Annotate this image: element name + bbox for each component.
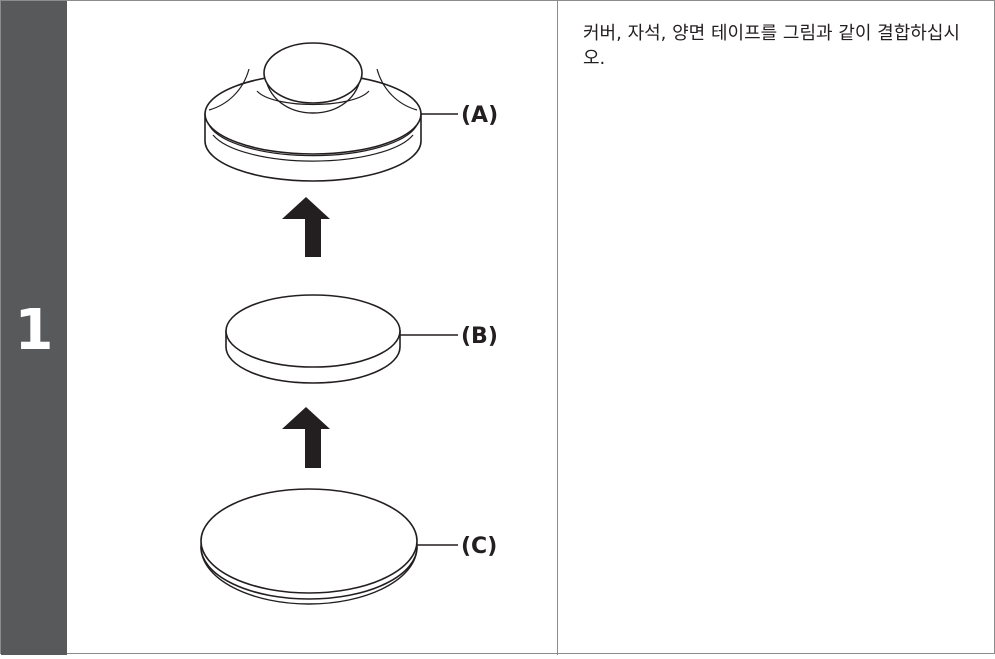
instruction-text: 커버, 자석, 양면 테이프를 그림과 같이 결합하십시오. xyxy=(583,23,960,69)
step-number-column: 1 xyxy=(1,1,67,655)
label-b: (B) xyxy=(461,324,498,349)
label-c: (C) xyxy=(461,534,497,559)
assembly-illustration: (A) (B) (C) xyxy=(67,1,557,655)
column-divider xyxy=(557,1,558,655)
tape-part xyxy=(200,488,458,605)
step-number: 1 xyxy=(14,298,54,363)
up-arrow-icon xyxy=(282,197,330,257)
cover-part xyxy=(204,42,458,182)
label-a: (A) xyxy=(461,103,498,128)
up-arrow-icon xyxy=(282,407,330,468)
magnet-part xyxy=(225,294,458,384)
